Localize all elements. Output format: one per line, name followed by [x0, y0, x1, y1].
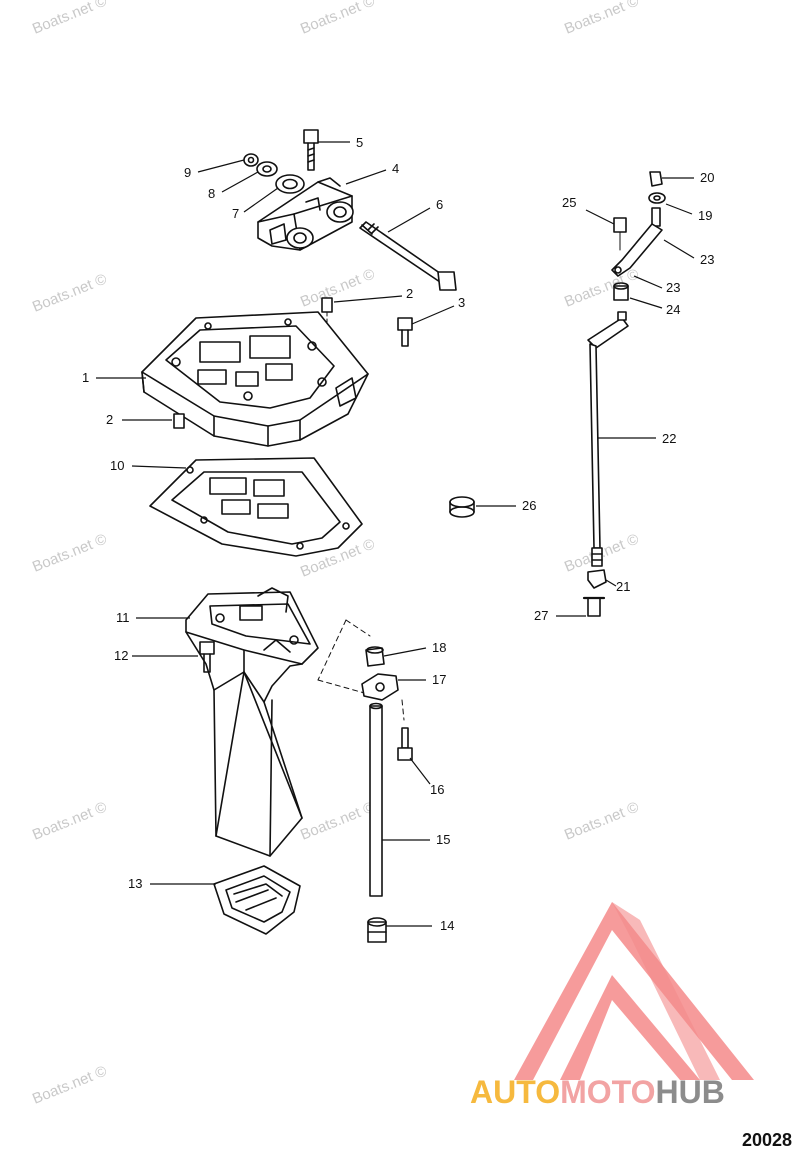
callout-label: 16	[430, 782, 445, 797]
bushing-part-14	[367, 917, 387, 943]
callout-label: 4	[392, 161, 400, 176]
screw-part-12	[199, 641, 215, 673]
callout-label: 10	[110, 458, 125, 473]
screw-part-3	[397, 317, 413, 347]
callout-label: 21	[616, 579, 631, 594]
callout-label: 20	[700, 170, 715, 185]
shift-rod-part-22	[587, 311, 629, 567]
dowel-part-2-lower	[173, 413, 185, 429]
bolt-part-5	[303, 129, 319, 171]
callout-label: 23	[700, 252, 715, 267]
seal-part-13	[213, 865, 301, 935]
callout-label: 5	[356, 135, 364, 150]
assembly-dashes	[317, 619, 405, 721]
gasket-part-10	[149, 457, 363, 557]
callout-label: 19	[698, 208, 713, 223]
lever-part-23	[611, 207, 663, 277]
callout-label: 6	[436, 197, 444, 212]
bolt-part-6	[359, 221, 457, 291]
nut-part-25	[613, 217, 627, 233]
washer-part-19	[648, 192, 666, 204]
callout-label: 26	[522, 498, 537, 513]
bracket-part-17	[361, 673, 399, 701]
leader-lines	[96, 141, 695, 927]
callout-label: 13	[128, 876, 143, 891]
callout-label: 12	[114, 648, 129, 663]
screw-part-16	[397, 727, 413, 761]
callout-label: 22	[662, 431, 677, 446]
connector-part-21	[587, 569, 607, 589]
washer-part-7	[275, 174, 305, 194]
washer-part-8	[256, 161, 278, 177]
callout-label: 9	[184, 165, 192, 180]
callout-label: 27	[534, 608, 549, 623]
callout-label: 18	[432, 640, 447, 655]
callout-label: 17	[432, 672, 447, 687]
callout-label: 24	[666, 302, 681, 317]
nut-part-9	[243, 153, 259, 167]
logo-moto: MOTO	[560, 1074, 656, 1110]
callout-label: 23	[666, 280, 681, 295]
diagram-id: 20028	[742, 1130, 793, 1150]
callout-label: 8	[208, 186, 216, 201]
logo-auto: AUTO	[470, 1074, 561, 1110]
callout-label: 11	[116, 610, 130, 625]
grommet-part-26	[449, 496, 475, 518]
tube-part-15	[369, 702, 383, 897]
callout-label: 7	[232, 206, 240, 221]
logo-hub: HUB	[655, 1074, 725, 1110]
callout-label: 25	[562, 195, 577, 210]
callout-label: 3	[458, 295, 466, 310]
grommet-part-18	[365, 646, 385, 667]
callout-label: 1	[82, 370, 90, 385]
callout-label: 2	[406, 286, 414, 301]
pin-part-27	[582, 596, 606, 617]
callout-label: 15	[436, 832, 451, 847]
callout-label: 14	[440, 918, 455, 933]
nut-part-20	[649, 171, 663, 187]
bushing-part-24	[613, 282, 629, 301]
brand-logo: AUTOMOTOHUB	[470, 1074, 725, 1111]
driveshaft-housing-part-11	[185, 587, 319, 857]
callout-label: 2	[106, 412, 114, 427]
bracket-part-4	[257, 177, 354, 251]
